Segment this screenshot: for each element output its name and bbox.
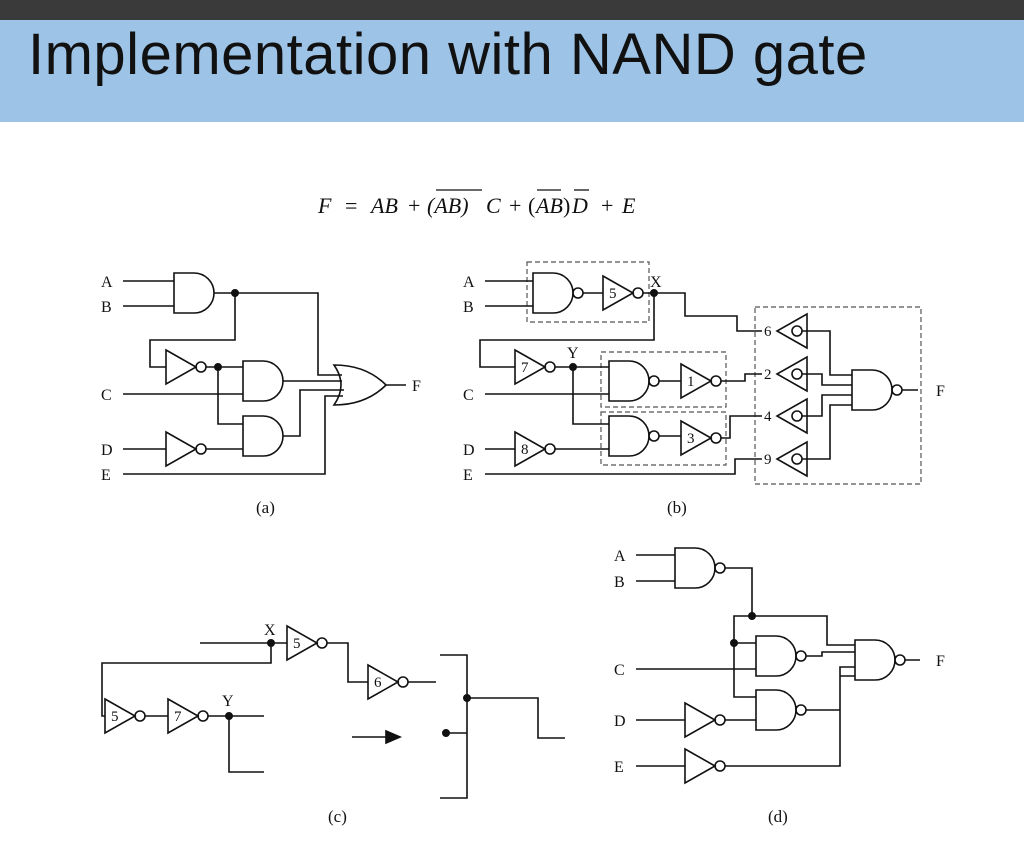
c-label-Y: Y [222,693,234,710]
d-nand-ab [674,547,716,589]
c-num-6: 6 [374,675,382,691]
d-inverter-d [684,702,716,738]
d-inverter-e [684,748,716,784]
nand-c-bubble [648,375,660,387]
inverter-9-bubble [791,453,803,465]
c-inverter-6 [367,664,399,700]
eq-paren-close: ) [563,193,570,218]
inverter-a1 [165,349,197,385]
d-nand-c [755,635,797,677]
a-label-E: E [101,467,111,484]
title-banner [0,20,1024,122]
slide-title: Implementation with NAND gate [28,22,868,87]
d-label-D: D [614,713,626,730]
b-num-2: 2 [764,367,772,383]
circuit-d: A B C D E F (d) [614,547,945,826]
or-gate-f [333,364,387,406]
caption-b: (b) [667,498,687,517]
inverter-3 [680,420,712,456]
b-label-E: E [463,467,473,484]
caption-d: (d) [768,807,788,826]
caption-c: (c) [328,807,347,826]
a-label-F: F [412,378,421,395]
d-nand-d-bubble [795,704,807,716]
b-label-C: C [463,387,474,404]
and-gate-c [242,360,284,402]
b-label-F: F [936,383,945,400]
eq-lhs: F [317,193,332,218]
d-label-F: F [936,653,945,670]
nand-f-bubble [891,384,903,396]
b-num-8: 8 [521,442,529,458]
circuit-c: 5 6 5 7 X Y (c) [101,622,565,826]
eq-plus-2: + [509,193,521,218]
eq-plus-1: + [408,193,420,218]
inverter-2-bubble [791,368,803,380]
d-nand-c-bubble [795,650,807,662]
dashed-groups [526,261,922,485]
nand-ab-bubble [572,287,584,299]
b-label-Y: Y [567,345,579,362]
a-label-D: D [101,442,113,459]
a-label-B: B [101,299,112,316]
caption-a: (a) [256,498,275,517]
inverter-6-bubble [791,325,803,337]
eq-plus-3: + [601,193,613,218]
a-label-C: C [101,387,112,404]
eq-term1: AB [369,193,398,218]
c-num-5a: 5 [293,636,301,652]
c-inverter-5a [286,625,318,661]
eq-term3-bar: AB [534,193,563,218]
nand-gate-f [851,369,893,411]
d-nand-ab-bubble [714,562,726,574]
c-num-5b: 5 [111,709,119,725]
inverter-7 [514,349,546,385]
eq-term3-d: D [571,193,588,218]
inverter-a2 [165,431,197,467]
d-label-E: E [614,759,624,776]
c-inverter-5b [104,698,136,734]
b-num-4: 4 [764,409,772,425]
eq-term2-c: C [486,193,501,218]
c-label-X: X [264,622,276,639]
circuit-a: A B C D E F (a) [101,272,421,517]
top-bar [0,0,1024,20]
b-num-1: 1 [687,374,695,390]
b-num-3: 3 [687,431,695,447]
c-inverter-7 [167,698,199,734]
b-label-X: X [650,274,662,291]
inverter-1 [680,363,712,399]
b-label-A: A [463,274,475,291]
b-num-9: 9 [764,452,772,468]
nand-gate-d [608,415,650,457]
nand-gate-ab [532,272,574,314]
and-gate-d [242,415,284,457]
inverter-8 [514,431,546,467]
b-num-7: 7 [521,360,529,376]
eq-paren-open: ( [528,193,535,218]
a-label-A: A [101,274,113,291]
d-label-C: C [614,662,625,679]
b-label-D: D [463,442,475,459]
eq-equals: = [345,193,357,218]
inverter-5 [602,275,634,311]
nand-gate-c [608,360,650,402]
d-nand-f [854,639,896,681]
d-nand-d [755,689,797,731]
c-num-7: 7 [174,709,182,725]
nand-d-bubble [648,430,660,442]
b-label-B: B [463,299,474,316]
d-label-A: A [614,548,626,565]
circuit-b: 5 7 1 8 3 6 2 4 9 A B C D E X Y F (b) [463,261,945,517]
and-gate-ab [173,272,215,314]
b-num-5: 5 [609,286,617,302]
inverter-4-bubble [791,410,803,422]
eq-term2-bar: (AB) [427,193,469,218]
d-label-B: B [614,574,625,591]
b-num-6: 6 [764,324,772,340]
boolean-equation: F = AB + (AB) C + ( AB ) D + E [317,193,636,218]
eq-term4: E [621,193,636,218]
d-nand-f-bubble [894,654,906,666]
